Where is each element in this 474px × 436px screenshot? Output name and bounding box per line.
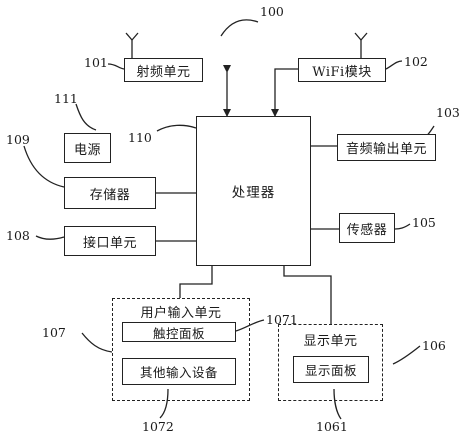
touch-panel-ref: 1071 xyxy=(266,312,298,327)
display-panel-label: 显示面板 xyxy=(304,363,357,378)
sensor-box: 传感器 xyxy=(339,213,395,243)
rf-antenna-icon xyxy=(125,32,139,58)
rf-unit-label: 射频单元 xyxy=(136,64,191,80)
power-ref: 111 xyxy=(54,91,78,106)
processor-box: 处理器 xyxy=(196,116,311,266)
wifi-module-label: WiFi模块 xyxy=(312,64,372,80)
memory-box: 存储器 xyxy=(64,177,156,209)
other-input-box: 其他输入设备 xyxy=(122,358,236,385)
audio-output-ref: 103 xyxy=(436,105,460,120)
user-input-link xyxy=(179,266,213,298)
power-label: 电源 xyxy=(73,142,101,158)
audio-output-label: 音频输出单元 xyxy=(345,142,427,157)
sensor-ref: 105 xyxy=(412,215,436,230)
wifi-module-box: WiFi模块 xyxy=(298,58,386,82)
wifi-processor-link xyxy=(271,65,305,117)
user-input-ref: 107 xyxy=(42,325,66,340)
display-panel-box: 显示面板 xyxy=(293,356,369,383)
audio-output-box: 音频输出单元 xyxy=(337,134,436,161)
display-unit-ref: 106 xyxy=(422,338,446,353)
wifi-antenna-icon xyxy=(354,32,368,58)
processor-ref: 110 xyxy=(128,130,152,145)
display-unit-group xyxy=(278,324,383,401)
system-ref: 100 xyxy=(260,4,284,19)
user-input-group xyxy=(112,298,250,401)
touch-panel-label: 触控面板 xyxy=(152,325,205,341)
display-panel-ref: 1061 xyxy=(316,419,348,434)
reference-leaders xyxy=(23,19,435,420)
interface-unit-label: 接口单元 xyxy=(82,235,137,251)
user-input-label: 用户输入单元 xyxy=(140,306,222,321)
interface-unit-ref: 108 xyxy=(6,228,30,243)
wifi-module-ref: 102 xyxy=(404,54,428,69)
processor-label: 处理器 xyxy=(231,185,276,201)
display-link xyxy=(283,266,332,324)
other-input-label: 其他输入设备 xyxy=(139,365,218,380)
touch-panel-box: 触控面板 xyxy=(122,322,236,342)
interface-unit-box: 接口单元 xyxy=(64,226,156,256)
rf-unit-ref: 101 xyxy=(84,55,108,70)
memory-label: 存储器 xyxy=(89,187,131,203)
other-input-ref: 1072 xyxy=(142,419,174,434)
display-unit-label: 显示单元 xyxy=(303,334,358,349)
rf-unit-box: 射频单元 xyxy=(124,58,203,82)
sensor-label: 传感器 xyxy=(346,222,388,238)
power-box: 电源 xyxy=(64,133,111,163)
memory-ref: 109 xyxy=(6,132,30,147)
